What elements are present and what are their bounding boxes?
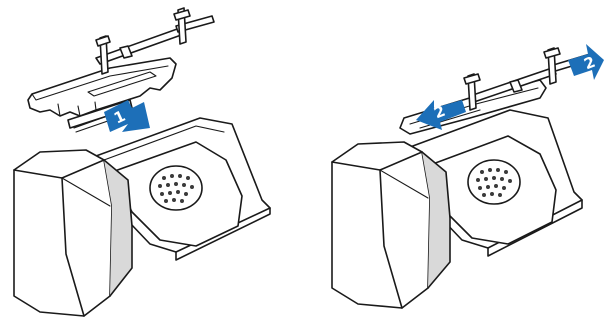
- step2-base-block: [332, 142, 450, 308]
- step2-illustration: 2 2: [332, 44, 604, 308]
- step1-base-block: [14, 150, 132, 316]
- step1-illustration: 1: [14, 8, 270, 316]
- step2-arrow-right: 2: [568, 44, 604, 80]
